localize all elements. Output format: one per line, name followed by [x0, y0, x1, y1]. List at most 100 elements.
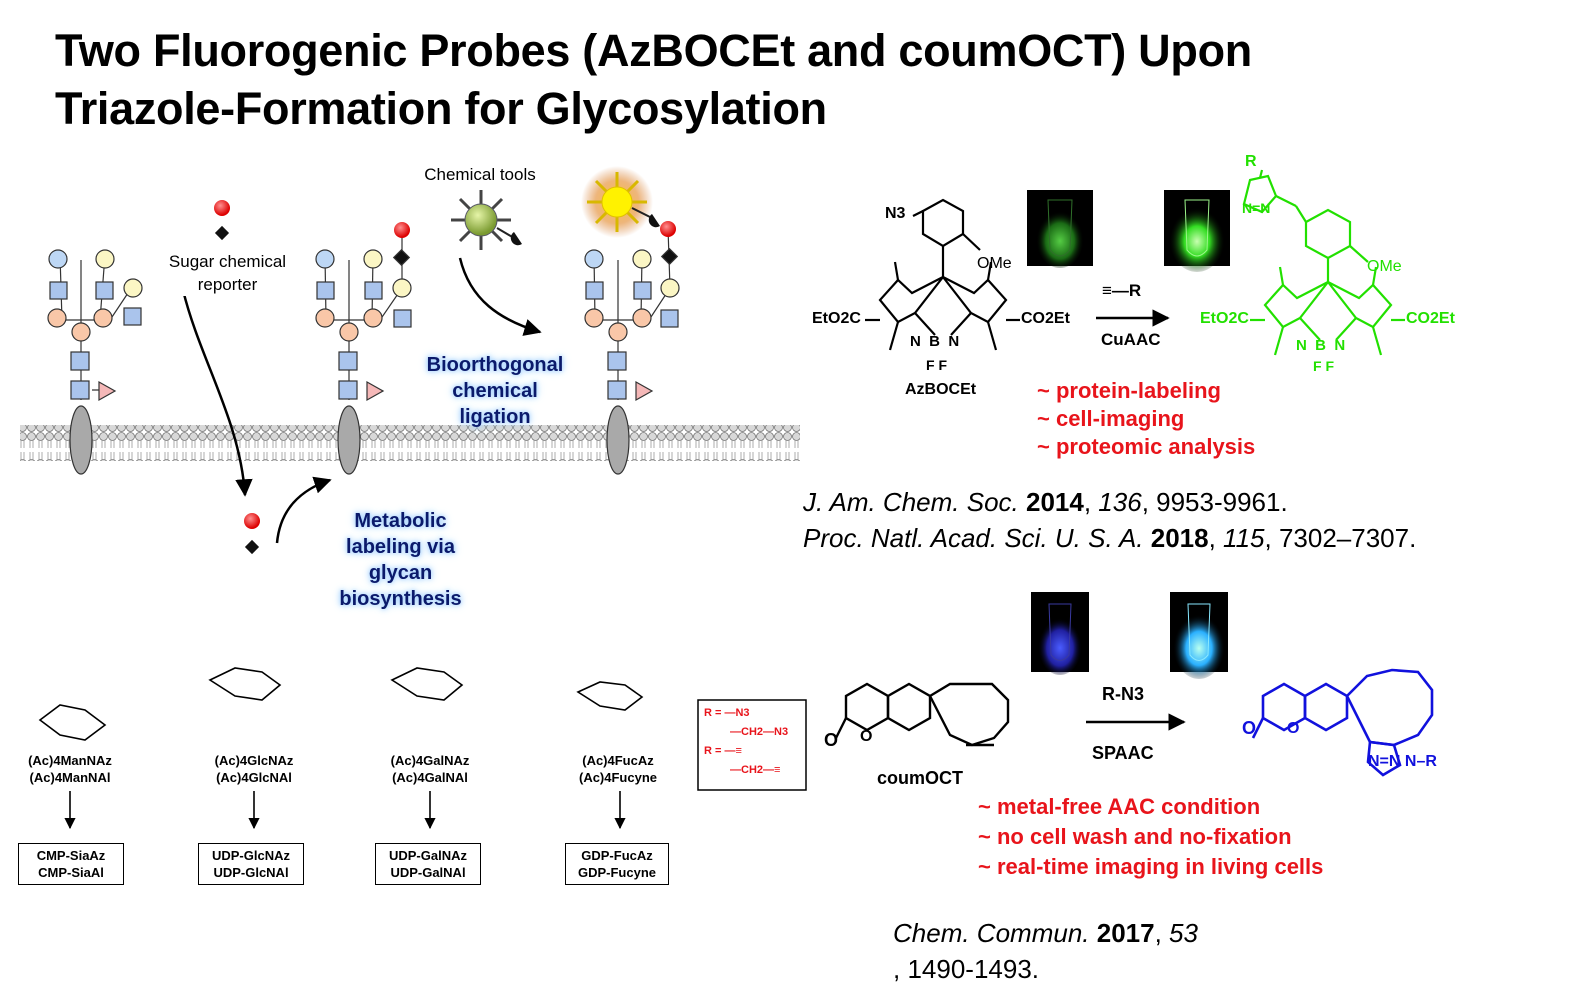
sugar-2-line-2: (Ac)4GlcNAl — [216, 770, 292, 785]
fluorescent-sun-icon — [581, 166, 660, 238]
metabolic-line-4: biosynthesis — [339, 588, 462, 610]
coumoct-product-structure — [1251, 668, 1434, 777]
nucleotide-3-line-1: UDP-GalNAz — [388, 848, 467, 863]
azbocet-bullet-2: ~ cell-imaging — [1037, 406, 1185, 431]
nucleotide-box-4: GDP-FucAz GDP-Fucyne — [565, 843, 669, 885]
ref-pages: , 7302–7307. — [1264, 523, 1417, 553]
ref-journal: Proc. Natl. Acad. Sci. U. S. A. — [803, 523, 1144, 553]
nucleotide-box-1: CMP-SiaAz CMP-SiaAl — [18, 843, 124, 885]
product-ester-right: CO2Et — [1406, 310, 1455, 327]
cuaac-reagent: ≡—R — [1102, 281, 1142, 300]
coumoct-applications: ~ metal-free AAC condition ~ no cell was… — [978, 792, 1323, 882]
azbocet-ester-left: EtO2C — [812, 310, 861, 327]
sugar-2-line-1: (Ac)4GlcNAz — [214, 753, 294, 768]
nucleotide-4-line-2: GDP-Fucyne — [577, 865, 656, 880]
azbocet-nbn: N B N — [910, 333, 960, 350]
incorporation-arrow — [275, 476, 332, 544]
product-triazole-label: N=N — [1242, 200, 1271, 216]
cuaac-condition: CuAAC — [1101, 330, 1161, 349]
ref-year: 2018 — [1150, 523, 1209, 553]
azbocet-fluorines: F F — [926, 357, 947, 373]
reference-jacs: J. Am. Chem. Soc. 2014, 136, 9953-9961. — [803, 487, 1288, 517]
azbocet-product-structure — [1242, 169, 1405, 356]
bioorthogonal-line-1: Bioorthogonal — [426, 354, 564, 376]
ref-volume: 136 — [1098, 487, 1142, 517]
metabolic-line-2: labeling via — [346, 536, 455, 558]
bioorthogonal-ligation-label: Bioorthogonal chemical ligation — [410, 352, 580, 430]
glycan-3 — [584, 221, 680, 475]
product-ester-left: EtO2C — [1200, 310, 1249, 327]
coumoct-name: coumOCT — [877, 768, 964, 788]
coumoct-bullet-2: ~ no cell wash and no-fixation — [978, 824, 1292, 849]
product-ome-label: OMe — [1367, 258, 1402, 275]
nucleotide-4-line-1: GDP-FucAz — [581, 848, 653, 863]
slide-title: Two Fluorogenic Probes (AzBOCEt and coum… — [55, 22, 1252, 138]
sugar-3-label: (Ac)4GalNAz (Ac)4GalNAl — [370, 752, 490, 786]
sugar-reporter-label: Sugar chemical reporter — [150, 250, 305, 296]
chemical-tools-label: Chemical tools — [424, 165, 536, 184]
coumoct-bullet-3: ~ real-time imaging in living cells — [978, 854, 1324, 879]
metabolized-reporter-icon — [244, 513, 260, 555]
azbocet-name: AzBOCEt — [905, 381, 977, 398]
nucleotide-2-line-1: UDP-GlcNAz — [211, 848, 290, 863]
metabolic-labeling-label: Metabolic labeling via glycan biosynthes… — [318, 508, 483, 612]
sugar-reporter-icon — [214, 200, 230, 241]
r-group-box — [697, 699, 807, 791]
coumoct-ring-o: O — [860, 728, 873, 745]
nucleotide-1-line-1: CMP-SiaAz — [36, 848, 106, 863]
r-group-azide: R = —N3 — [704, 707, 750, 719]
title-line-1: Two Fluorogenic Probes (AzBOCEt and coum… — [55, 25, 1252, 76]
ref-volume: 53 — [1169, 918, 1198, 948]
sugar-structures — [38, 667, 644, 741]
sugar-down-arrows — [64, 791, 626, 830]
ref-pages: , 1490-1493. — [893, 954, 1040, 984]
nucleotide-3-line-2: UDP-GalNAl — [390, 865, 466, 880]
cell-membrane — [20, 425, 800, 461]
ligation-arrow — [458, 257, 542, 336]
r-group-azidomethyl: —CH2—N3 — [730, 726, 789, 738]
chemical-tool-probe-icon — [451, 190, 522, 250]
azbocet-applications: ~ protein-labeling ~ cell-imaging ~ prot… — [1037, 377, 1255, 461]
glycan-1 — [47, 249, 143, 475]
metabolic-line-3: glycan — [368, 562, 433, 584]
r-group-definitions: R = —N3 —CH2—N3 R = —≡ —CH2—≡ — [704, 704, 788, 780]
azbocet-structure — [865, 198, 1020, 351]
r-group-alkyne: R = —≡ — [704, 745, 742, 757]
azbocet-ester-right: CO2Et — [1021, 310, 1070, 327]
azbocet-n3-label: N3 — [885, 205, 906, 222]
ref-pages: , 9953-9961. — [1141, 487, 1288, 517]
nucleotide-2-line-2: UDP-GlcNAl — [213, 865, 289, 880]
sugar-reporter-line-2: reporter — [197, 275, 258, 294]
sugar-1-label: (Ac)4ManNAz (Ac)4ManNAl — [10, 752, 130, 786]
spaac-reagent: R-N3 — [1102, 684, 1145, 704]
sugar-1-line-2: (Ac)4ManNAl — [29, 770, 111, 785]
nucleotide-box-2: UDP-GlcNAz UDP-GlcNAl — [198, 843, 304, 885]
product-r-label: R — [1245, 153, 1257, 170]
coumoct-bullet-1: ~ metal-free AAC condition — [978, 794, 1261, 819]
references-top: J. Am. Chem. Soc. 2014, 136, 9953-9961. … — [803, 484, 1416, 556]
glycan-2 — [315, 222, 412, 475]
sugar-2-label: (Ac)4GlcNAz (Ac)4GlcNAl — [194, 752, 314, 786]
product-carbonyl-o: O — [1242, 718, 1257, 738]
reference-chem-commun: Chem. Commun. 2017, 53, 1490-1493. — [893, 915, 1198, 987]
ref-year: 2017 — [1096, 918, 1155, 948]
coumoct-structure — [834, 682, 1010, 747]
azbocet-bullet-3: ~ proteomic analysis — [1037, 434, 1256, 459]
product-fluorines: F F — [1313, 358, 1334, 374]
nucleotide-box-3: UDP-GalNAz UDP-GalNAl — [375, 843, 481, 885]
r-group-propargyl: —CH2—≡ — [730, 764, 781, 776]
product-nbn: N B N — [1296, 337, 1346, 354]
coumoct-vial-before — [1031, 592, 1089, 675]
product-ring-o: O — [1287, 720, 1300, 737]
sugar-4-line-1: (Ac)4FucAz — [582, 753, 654, 768]
reference-pnas: Proc. Natl. Acad. Sci. U. S. A. 2018, 11… — [803, 523, 1417, 553]
ref-year: 2014 — [1026, 487, 1084, 517]
metabolic-line-1: Metabolic — [354, 510, 447, 532]
azbocet-ome-label: OMe — [977, 255, 1012, 272]
sugar-1-line-1: (Ac)4ManNAz — [28, 753, 112, 768]
sugar-reporter-line-1: Sugar chemical — [168, 252, 287, 271]
sugar-4-label: (Ac)4FucAz (Ac)4Fucyne — [558, 752, 678, 786]
product-triazole: N=N N–R — [1368, 753, 1437, 770]
title-line-2: Triazole-Formation for Glycosylation — [55, 83, 827, 134]
